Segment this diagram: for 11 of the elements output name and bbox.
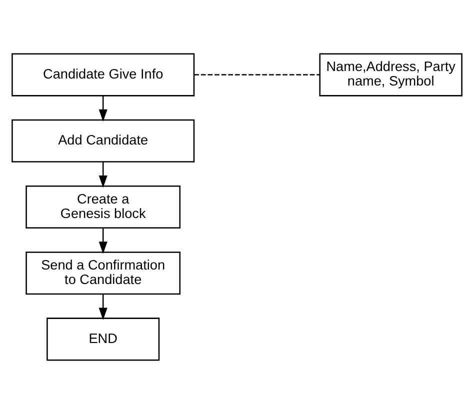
- node-box: Add Candidate: [12, 118, 195, 162]
- node-box: END: [46, 317, 160, 360]
- connector: [194, 74, 320, 75]
- arrow: [98, 294, 108, 320]
- node-box: Create a Genesis block: [26, 184, 181, 228]
- arrow: [98, 161, 108, 188]
- node-box: Name,Address, Party name, Symbol: [319, 52, 462, 96]
- arrow: [98, 227, 108, 254]
- arrow: [98, 95, 108, 122]
- node-box: Candidate Give Info: [12, 52, 195, 96]
- node-box: Send a Confirmation to Candidate: [26, 251, 181, 294]
